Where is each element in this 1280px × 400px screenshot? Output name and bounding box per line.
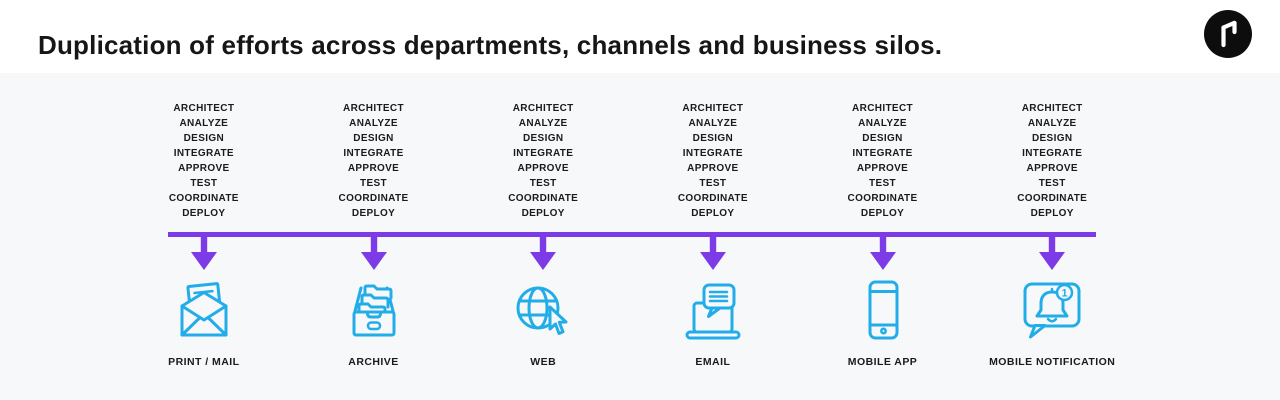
process-step: ANALYZE bbox=[179, 118, 229, 129]
channel-column-email: ARCHITECT ANALYZE DESIGN INTEGRATE APPROVE TE… bbox=[628, 73, 798, 400]
process-step: ANALYZE bbox=[1027, 118, 1077, 129]
down-arrow-icon bbox=[1039, 237, 1066, 270]
process-step: TEST bbox=[869, 178, 896, 189]
channel-columns: ARCHITECT ANALYZE DESIGN INTEGRATE APPROVE TE… bbox=[119, 73, 1137, 400]
process-step: DESIGN bbox=[522, 133, 564, 144]
process-step: DESIGN bbox=[183, 133, 225, 144]
process-step: ARCHITECT bbox=[343, 103, 404, 114]
process-step: INTEGRATE bbox=[852, 148, 913, 159]
print-mail-icon bbox=[180, 282, 228, 337]
process-steps: ARCHITECT ANALYZE DESIGN INTEGRATE APPROVE TE… bbox=[620, 101, 806, 221]
process-step: ARCHITECT bbox=[682, 103, 744, 114]
process-step: COORDINATE bbox=[677, 193, 748, 204]
timeline-line bbox=[168, 232, 1096, 237]
channel-column-mobile-app: ARCHITECT ANALYZE DESIGN INTEGRATE APPROVE TE… bbox=[798, 73, 968, 400]
email-icon bbox=[685, 283, 741, 340]
process-step: ANALYZE bbox=[858, 118, 907, 129]
process-step: TEST bbox=[699, 178, 727, 189]
process-step: INTEGRATE bbox=[682, 148, 743, 159]
process-step: ANALYZE bbox=[688, 118, 738, 129]
web-icon bbox=[516, 286, 568, 335]
process-step: INTEGRATE bbox=[173, 148, 234, 159]
process-step: TEST bbox=[190, 178, 218, 189]
process-step: DEPLOY bbox=[182, 208, 226, 219]
mobile-notification-icon: 1 bbox=[1023, 282, 1081, 339]
channel-column-print-mail: ARCHITECT ANALYZE DESIGN INTEGRATE APPROVE TE… bbox=[119, 73, 289, 400]
process-step: COORDINATE bbox=[847, 193, 918, 204]
process-step: APPROVE bbox=[1026, 163, 1078, 174]
process-step: APPROVE bbox=[178, 163, 230, 174]
process-steps: ARCHITECT ANALYZE DESIGN INTEGRATE APPROVE TE… bbox=[450, 101, 636, 221]
channel-label: ARCHIVE bbox=[348, 356, 399, 368]
process-step: APPROVE bbox=[856, 163, 909, 174]
process-step: APPROVE bbox=[687, 163, 739, 174]
channel-label: MOBILE NOTIFICATION bbox=[989, 356, 1116, 368]
down-arrow-icon bbox=[190, 237, 217, 270]
process-step: APPROVE bbox=[517, 163, 569, 174]
down-arrow-icon bbox=[699, 237, 726, 270]
mobile-app-icon bbox=[868, 280, 899, 340]
process-step: TEST bbox=[1038, 178, 1066, 189]
channel-column-web: ARCHITECT ANALYZE DESIGN INTEGRATE APPROVE TE… bbox=[458, 73, 628, 400]
diagram-area: ARCHITECT ANALYZE DESIGN INTEGRATE APPROVE TE… bbox=[0, 73, 1280, 400]
process-step: TEST bbox=[360, 178, 387, 189]
process-step: INTEGRATE bbox=[1022, 148, 1083, 159]
channel-label: PRINT / MAIL bbox=[168, 356, 240, 368]
process-step: DEPLOY bbox=[691, 208, 735, 219]
page-title: Duplication of efforts across department… bbox=[38, 30, 943, 60]
process-step: ARCHITECT bbox=[852, 103, 913, 114]
process-step: DESIGN bbox=[353, 133, 394, 144]
process-steps: ARCHITECT ANALYZE DESIGN INTEGRATE APPROVE TE… bbox=[281, 101, 467, 221]
process-step: ANALYZE bbox=[349, 118, 398, 129]
channel-label: WEB bbox=[530, 356, 557, 368]
channel-label: EMAIL bbox=[695, 356, 731, 368]
archive-icon bbox=[352, 284, 395, 337]
process-step: INTEGRATE bbox=[343, 148, 404, 159]
process-step: DEPLOY bbox=[860, 208, 905, 219]
down-arrow-icon bbox=[869, 237, 896, 270]
process-step: ARCHITECT bbox=[512, 103, 574, 114]
process-steps: ARCHITECT ANALYZE DESIGN INTEGRATE APPROVE TE… bbox=[790, 101, 976, 221]
process-steps: ARCHITECT ANALYZE DESIGN INTEGRATE APPROVE TE… bbox=[111, 101, 297, 221]
process-step: ARCHITECT bbox=[173, 103, 235, 114]
process-step: DESIGN bbox=[692, 133, 734, 144]
process-step: DEPLOY bbox=[1030, 208, 1074, 219]
process-step: INTEGRATE bbox=[513, 148, 574, 159]
process-step: ARCHITECT bbox=[1021, 103, 1083, 114]
process-step: COORDINATE bbox=[1017, 193, 1088, 204]
down-arrow-icon bbox=[360, 237, 387, 270]
header: Duplication of efforts across department… bbox=[0, 0, 1280, 73]
arrow-up-right-logo-icon bbox=[1204, 10, 1252, 58]
process-step: DESIGN bbox=[1031, 133, 1073, 144]
channel-column-archive: ARCHITECT ANALYZE DESIGN INTEGRATE APPROVE TE… bbox=[289, 73, 459, 400]
process-step: COORDINATE bbox=[168, 193, 239, 204]
process-step: APPROVE bbox=[347, 163, 400, 174]
channel-column-mobile-notification: ARCHITECT ANALYZE DESIGN INTEGRATE APPROVE TE… bbox=[967, 73, 1137, 400]
process-step: TEST bbox=[529, 178, 557, 189]
process-step: ANALYZE bbox=[518, 118, 568, 129]
down-arrow-icon bbox=[530, 237, 557, 270]
process-step: DEPLOY bbox=[521, 208, 565, 219]
notification-badge: 1 bbox=[1062, 288, 1068, 300]
process-step: DEPLOY bbox=[351, 208, 396, 219]
process-steps: ARCHITECT ANALYZE DESIGN INTEGRATE APPROVE TE… bbox=[959, 101, 1145, 221]
process-step: COORDINATE bbox=[338, 193, 409, 204]
process-step: COORDINATE bbox=[508, 193, 579, 204]
channel-label: MOBILE APP bbox=[847, 356, 918, 368]
process-step: DESIGN bbox=[862, 133, 903, 144]
